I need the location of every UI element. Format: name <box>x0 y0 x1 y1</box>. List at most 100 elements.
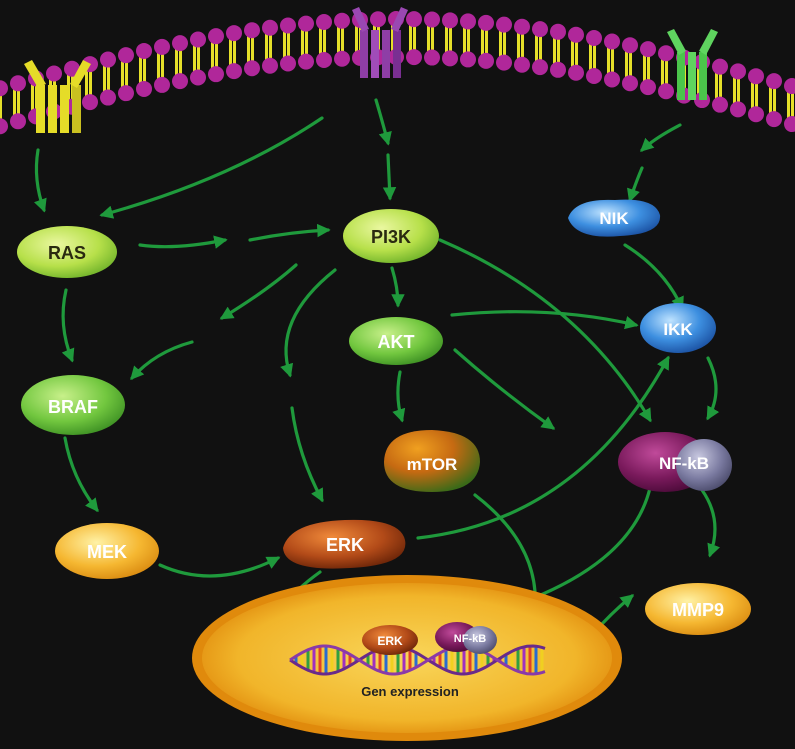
lipid-head-inner <box>550 61 566 78</box>
lipid-head-inner <box>766 111 782 128</box>
lipid-head-outer <box>100 51 116 68</box>
lipid-tail <box>193 44 196 73</box>
lipid-tail <box>319 27 322 56</box>
mtor-label: mTOR <box>407 455 458 474</box>
lipid-head-inner <box>172 73 188 90</box>
lipid-head-inner <box>478 52 494 69</box>
lipid-head-inner <box>496 54 512 71</box>
lipid-head-inner <box>298 53 314 70</box>
lipid-head-inner <box>244 60 260 77</box>
lipid-tail <box>719 71 722 100</box>
lipid-tail <box>629 50 632 79</box>
lipid-tail <box>463 26 466 55</box>
lipid-tail <box>737 76 740 105</box>
lipid-tail <box>247 35 250 64</box>
arrow-receptor-pi3k-b <box>382 153 397 201</box>
nik-label: NIK <box>599 209 629 228</box>
ras-label: RAS <box>48 243 86 263</box>
lipid-head-inner <box>10 113 26 130</box>
nfkb-label: NF-kB <box>659 454 709 473</box>
lipid-head-outer <box>496 16 512 33</box>
cell-membrane <box>0 11 795 135</box>
lipid-tail <box>215 41 218 70</box>
lipid-head-inner <box>568 64 584 81</box>
lipid-tail <box>607 46 610 75</box>
lipid-head-outer <box>766 73 782 90</box>
lipid-head-outer <box>442 12 458 29</box>
lipid-tail <box>589 42 592 71</box>
lipid-tail <box>773 86 776 115</box>
lipid-tail <box>733 76 736 105</box>
arrow-receptor-nik-a <box>640 123 682 152</box>
arrow-ras-pi3k-a <box>138 235 228 249</box>
lipid-head-inner <box>226 63 242 80</box>
nucleus-nfkb-label: NF-kB <box>454 633 486 645</box>
node-pi3k: PI3K <box>343 209 439 263</box>
lipid-head-inner <box>640 79 656 96</box>
lipid-head-outer <box>730 63 746 80</box>
lipid-head-outer <box>208 28 224 45</box>
lipid-head-outer <box>46 65 62 82</box>
node-ras: RAS <box>17 226 117 278</box>
lipid-tail <box>517 31 520 60</box>
lipid-tail <box>323 27 326 56</box>
node-erk: ERK <box>283 519 406 569</box>
lipid-tail <box>229 38 232 67</box>
lipid-head-inner <box>442 50 458 67</box>
lipid-head-outer <box>460 13 476 30</box>
lipid-tail <box>467 26 470 55</box>
lipid-head-outer <box>532 21 548 38</box>
node-ikk: IKK <box>640 303 716 353</box>
lipid-tail <box>391 24 394 53</box>
lipid-tail <box>503 29 506 58</box>
dna-strand <box>289 644 546 676</box>
lipid-tail <box>0 93 2 122</box>
lipid-tail <box>17 88 20 117</box>
lipid-tail <box>661 58 664 87</box>
lipid-head-inner <box>0 118 8 135</box>
lipid-head-outer <box>604 33 620 50</box>
node-mek: MEK <box>55 523 159 579</box>
arrow-receptor-ras-2 <box>99 116 324 219</box>
lipid-head-outer <box>172 35 188 52</box>
arrow-nfkb-mmp9 <box>700 488 721 558</box>
lipid-head-outer <box>190 31 206 48</box>
arrow-receptor-nik-b <box>627 166 644 203</box>
lipid-tail <box>103 64 106 93</box>
lipid-tail <box>535 34 538 63</box>
arrow-akt-nfkb <box>453 348 556 430</box>
lipid-tail <box>175 48 178 77</box>
lipid-tail <box>553 36 556 65</box>
lipid-head-outer <box>226 25 242 42</box>
lipid-tail <box>121 60 124 89</box>
lipid-head-inner <box>622 75 638 92</box>
lipid-tail <box>31 83 34 112</box>
lipid-head-inner <box>532 59 548 76</box>
lipid-tail <box>283 30 286 59</box>
lipid-tail <box>301 28 304 57</box>
lipid-tail <box>413 24 416 53</box>
lipid-tail <box>179 48 182 77</box>
lipid-head-inner <box>190 69 206 86</box>
mek-label: MEK <box>87 542 127 562</box>
lipid-head-inner <box>280 55 296 72</box>
arrow-braf-mek <box>63 436 99 513</box>
lipid-head-inner <box>460 51 476 68</box>
lipid-head-inner <box>136 80 152 97</box>
lipid-tail <box>755 81 758 110</box>
lipid-tail <box>643 54 646 83</box>
nucleus-erk-label: ERK <box>377 634 403 648</box>
lipid-head-outer <box>514 18 530 35</box>
lipid-tail <box>593 42 596 71</box>
lipid-head-inner <box>406 49 422 66</box>
lipid-head-outer <box>0 80 8 97</box>
lipid-tail <box>13 88 16 117</box>
arrow-pi3k-akt <box>390 266 405 308</box>
lipid-head-inner <box>316 52 332 69</box>
arrow-ras-pi3k-b <box>248 223 331 242</box>
lipid-head-outer <box>154 38 170 55</box>
arrow-akt-ikk <box>450 310 639 330</box>
lipid-tail <box>85 69 88 98</box>
